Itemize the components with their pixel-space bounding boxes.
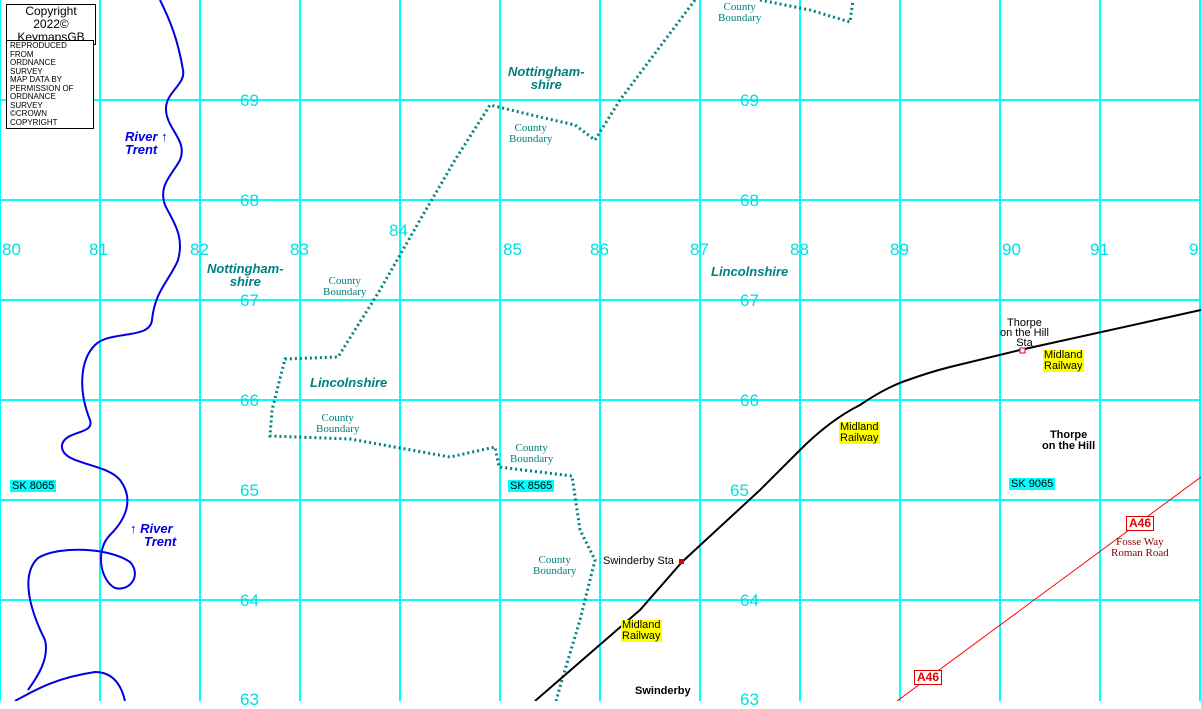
- os-notice-line: ©CROWN COPYRIGHT: [10, 109, 58, 127]
- northing-label: 68: [240, 191, 259, 210]
- os-notice-line: MAP DATA BY: [10, 75, 63, 84]
- easting-label: 81: [89, 240, 108, 259]
- county-label-notts: Nottingham-shire: [207, 261, 284, 289]
- river-label: River ↑Trent: [125, 129, 168, 157]
- river-trent-south: [14, 670, 126, 701]
- os-notice-line: ORDNANCE SURVEY: [10, 58, 56, 76]
- swinderby-station-marker: [679, 559, 684, 564]
- flow-arrow-icon: ↑: [130, 521, 137, 536]
- northing-label: 66: [740, 391, 759, 410]
- county-label-lincs: Lincolnshire: [310, 375, 388, 390]
- easting-label: 83: [290, 240, 309, 259]
- grid-ref: SK 8065: [10, 480, 57, 492]
- os-notice-line: PERMISSION OF: [10, 83, 74, 93]
- flow-arrow-icon: ↑: [161, 129, 168, 144]
- thorpe-station-marker: [1019, 347, 1026, 354]
- copyright-box: Copyright 2022© KeymapsGB: [6, 4, 96, 45]
- place-swinderby: Swinderby: [635, 685, 691, 697]
- county-label-lincs: Lincolnshire: [711, 264, 789, 279]
- a46-road: [896, 476, 1201, 701]
- northing-label: 64: [240, 591, 259, 610]
- easting-label: 86: [590, 240, 609, 259]
- swinderby-station-label: Swinderby Sta: [603, 555, 674, 567]
- northing-label: 68: [740, 191, 759, 210]
- grid-ref: SK 8565: [508, 480, 555, 492]
- easting-label: 87: [690, 240, 709, 259]
- road-number-badge: A46: [1126, 516, 1155, 531]
- northing-label: 65: [240, 481, 259, 500]
- os-notice-line: ORDNANCE SURVEY: [10, 92, 56, 110]
- easting-label: 91: [1090, 240, 1109, 259]
- county-boundary: [268, 0, 855, 701]
- northing-label: 67: [740, 291, 759, 310]
- easting-label: 80: [2, 240, 21, 259]
- easting-label: 84: [389, 221, 408, 240]
- northing-label: 63: [240, 690, 259, 709]
- easting-label: 9: [1189, 240, 1199, 259]
- northing-label: 69: [740, 91, 759, 110]
- easting-label: 85: [503, 240, 522, 259]
- easting-label: 90: [1002, 240, 1021, 259]
- northing-label: 65: [730, 481, 749, 500]
- os-notice: REPRODUCED FROM ORDNANCE SURVEY MAP DATA…: [6, 40, 94, 129]
- easting-label: 88: [790, 240, 809, 259]
- northing-label: 69: [240, 91, 259, 110]
- os-notice-line: REPRODUCED FROM: [10, 41, 67, 59]
- northing-label: 67: [240, 291, 259, 310]
- river-trent: [27, 0, 185, 691]
- copyright-line: Copyright 2022©: [25, 4, 77, 31]
- road-number-badge: A46: [914, 670, 943, 685]
- county-label-notts: Nottingham-shire: [508, 64, 585, 92]
- easting-label: 89: [890, 240, 909, 259]
- northing-label: 63: [740, 690, 759, 709]
- northing-label: 66: [240, 391, 259, 410]
- easting-label: 82: [190, 240, 209, 259]
- midland-railway: [534, 309, 1201, 701]
- grid-ref: SK 9065: [1009, 478, 1056, 490]
- northing-label: 64: [740, 591, 759, 610]
